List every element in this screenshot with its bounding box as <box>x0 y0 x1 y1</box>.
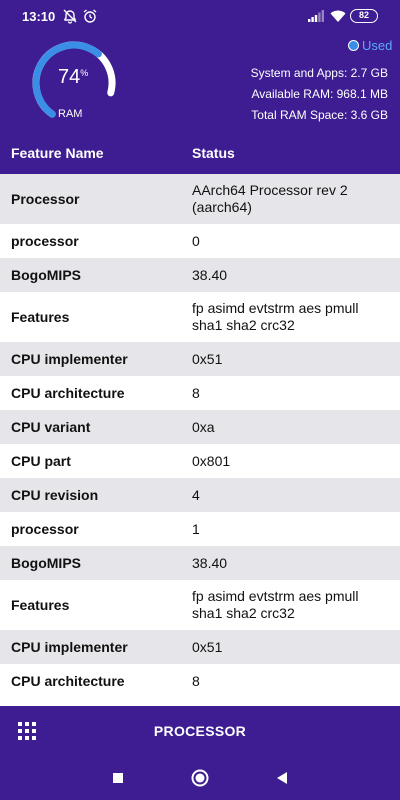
wifi-icon <box>330 10 346 22</box>
feature-name-cell: BogoMIPS <box>11 555 81 571</box>
ram-percent: 74% <box>58 66 89 88</box>
dnd-off-icon <box>63 9 77 24</box>
feature-status-cell: 1 <box>192 520 200 537</box>
legend-label: Used <box>362 37 393 53</box>
legend-dot-icon <box>348 39 359 51</box>
feature-status-cell: fp asimd evtstrm aes pmull sha1 sha2 crc… <box>192 588 359 621</box>
header-status: Status <box>192 145 235 161</box>
feature-name-cell: Features <box>11 597 70 613</box>
feature-name-cell: processor <box>11 233 79 249</box>
ram-summary-header: 74% RAM Used System and Apps: 2.7 GB Ava… <box>0 32 400 132</box>
table-row[interactable]: CPU architecture 8 <box>0 376 400 410</box>
table-row[interactable]: CPU revision 4 <box>0 478 400 512</box>
table-row[interactable]: CPU architecture 8 <box>0 664 400 698</box>
feature-name-cell: Features <box>11 309 70 325</box>
feature-name-cell: CPU implementer <box>11 639 128 655</box>
table-row[interactable]: CPU implementer 0x51 <box>0 342 400 376</box>
feature-name-cell: CPU implementer <box>11 351 128 367</box>
feature-status-cell: 0xa <box>192 418 215 435</box>
used-legend: Used <box>348 37 392 53</box>
feature-status-cell: 0x801 <box>192 452 231 469</box>
ram-label: RAM <box>58 108 83 120</box>
home-circle-icon[interactable] <box>190 768 210 788</box>
ram-gauge <box>32 41 116 118</box>
stat-total-ram: Total RAM Space: 3.6 GB <box>251 108 388 122</box>
feature-table[interactable]: Processor AArch64 Processor rev 2 (aarch6… <box>0 174 400 706</box>
stat-available-ram: Available RAM: 968.1 MB <box>251 87 388 101</box>
battery-level: 82 <box>358 10 369 20</box>
feature-status-cell: 38.40 <box>192 554 228 571</box>
feature-name-cell: CPU revision <box>11 487 99 503</box>
grid-menu-icon[interactable] <box>18 722 36 740</box>
system-nav-bar <box>0 756 400 800</box>
table-row[interactable]: CPU variant 0xa <box>0 410 400 444</box>
screen-title: PROCESSOR <box>153 723 247 739</box>
feature-status-cell: 0x51 <box>192 350 223 367</box>
battery-icon: 82 <box>350 9 378 23</box>
feature-status-cell: 0x51 <box>192 638 223 655</box>
feature-name-cell: CPU variant <box>11 419 91 435</box>
feature-status-cell: AArch64 Processor rev 2 (aarch64) <box>192 182 348 215</box>
table-row[interactable]: processor 1 <box>0 512 400 546</box>
bottom-app-bar: PROCESSOR <box>0 706 400 756</box>
feature-name-cell: CPU part <box>11 453 71 469</box>
table-row[interactable]: CPU implementer 0x51 <box>0 630 400 664</box>
feature-name-cell: CPU architecture <box>11 385 125 401</box>
back-triangle-icon[interactable] <box>272 768 292 788</box>
feature-status-cell: 8 <box>192 672 200 689</box>
feature-status-cell: 38.40 <box>192 266 228 283</box>
feature-name-cell: CPU architecture <box>11 673 125 689</box>
feature-status-cell: 8 <box>192 384 200 401</box>
table-row[interactable]: BogoMIPS 38.40 <box>0 546 400 580</box>
status-time: 13:10 <box>22 9 56 24</box>
feature-status-cell: 0 <box>192 232 200 249</box>
table-row[interactable]: Features fp asimd evtstrm aes pmull sha1 … <box>0 580 400 630</box>
feature-name-cell: BogoMIPS <box>11 267 81 283</box>
table-row[interactable]: BogoMIPS 38.40 <box>0 258 400 292</box>
signal-icon <box>308 10 324 22</box>
feature-name-cell: processor <box>11 521 79 537</box>
feature-status-cell: 4 <box>192 486 200 503</box>
status-bar: 13:10 82 <box>0 0 400 32</box>
table-row[interactable]: Processor AArch64 Processor rev 2 (aarch6… <box>0 174 400 224</box>
alarm-icon <box>83 9 97 23</box>
header-feature-name: Feature Name <box>11 145 104 161</box>
table-header: Feature Name Status <box>0 132 400 174</box>
table-row[interactable]: processor 0 <box>0 224 400 258</box>
stat-system-apps: System and Apps: 2.7 GB <box>250 66 388 80</box>
table-row[interactable]: CPU part 0x801 <box>0 444 400 478</box>
feature-status-cell: fp asimd evtstrm aes pmull sha1 sha2 crc… <box>192 300 359 333</box>
feature-name-cell: Processor <box>11 191 80 207</box>
recents-square-icon[interactable] <box>108 768 128 788</box>
table-row[interactable]: Features fp asimd evtstrm aes pmull sha1 … <box>0 292 400 342</box>
